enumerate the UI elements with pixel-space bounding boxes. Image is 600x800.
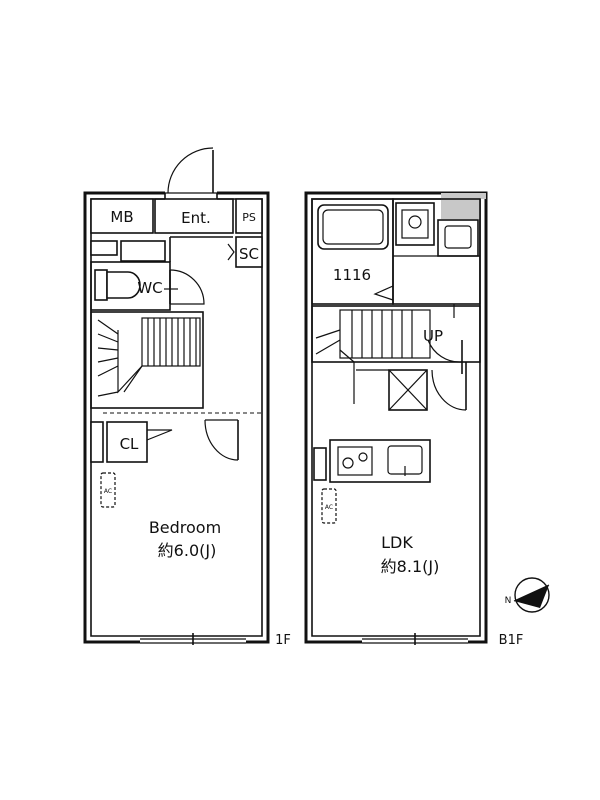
floor-b1f: 1116 UP [304, 191, 524, 648]
floor-1f: MB Ent. PS SC WC [83, 147, 291, 648]
toilet-icon [94, 269, 141, 301]
ac-unit-1f [100, 472, 116, 508]
room-label-ldk: LDK [381, 533, 413, 552]
closet [106, 421, 148, 463]
label-up: UP [423, 327, 443, 345]
room-size-bedroom: 約6.0(J) [158, 541, 217, 560]
room-label-sc: SC [239, 245, 259, 263]
room-label-bath: 1116 [333, 266, 371, 284]
window-b1f [362, 633, 468, 645]
staircase-1f [90, 311, 204, 409]
bathtub-icon [317, 204, 389, 250]
room-label-closet: CL [120, 435, 139, 453]
compass-icon: N [505, 577, 550, 613]
ac-label-b1f: AC [325, 504, 333, 511]
compass-north-label: N [505, 596, 512, 606]
floor-label-b1f: B1F [499, 633, 524, 648]
bedroom-door [204, 419, 239, 461]
ac-label-1f: AC [104, 488, 112, 495]
floor-label-1f: 1F [275, 633, 291, 648]
shelf-b [120, 240, 166, 262]
counter-side [313, 447, 327, 481]
ac-unit-b1f [321, 488, 337, 524]
stove-icon [337, 446, 373, 476]
room-label-wc: WC [137, 279, 162, 297]
ps-box [235, 198, 263, 234]
stair-door [427, 304, 467, 411]
window-1f [140, 633, 246, 645]
shelf-a [90, 240, 118, 256]
entrance-door [165, 147, 217, 194]
room-size-ldk: 約8.1(J) [381, 557, 440, 576]
shaft [441, 199, 480, 219]
sc-box [235, 236, 263, 268]
utility-area [392, 198, 481, 305]
staircase-b1f [311, 305, 481, 404]
room-label-ps: PS [242, 211, 256, 224]
mb-box [90, 198, 154, 234]
room-label-entrance: Ent. [181, 209, 211, 227]
cl-shelf [90, 421, 104, 463]
entrance-area [154, 198, 234, 234]
room-label-bedroom: Bedroom [149, 518, 221, 537]
room-label-mb: MB [110, 208, 133, 226]
